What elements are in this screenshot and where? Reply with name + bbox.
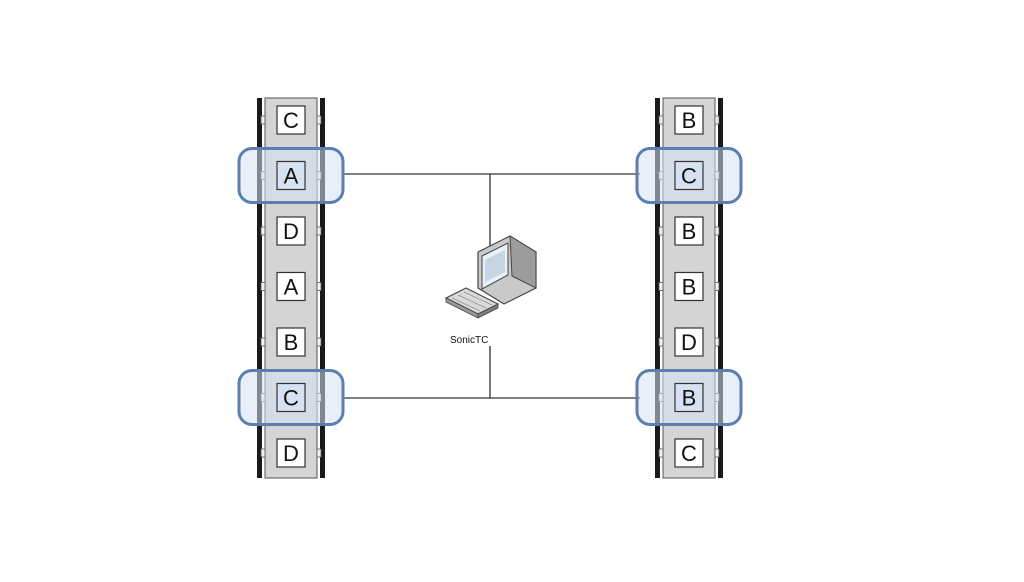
slot-box bbox=[674, 327, 704, 357]
rail-left-outer bbox=[257, 98, 262, 478]
slot-box bbox=[674, 382, 704, 413]
slot-label: C bbox=[283, 108, 299, 133]
belt-cleat bbox=[316, 337, 322, 347]
slot-label: C bbox=[283, 386, 299, 411]
belt-cleat bbox=[316, 115, 322, 125]
network-lines bbox=[344, 173, 640, 399]
slot-left-4: A bbox=[260, 271, 322, 302]
slot-label: A bbox=[284, 164, 299, 189]
belt-cleat bbox=[316, 226, 322, 236]
slot-right-2: C bbox=[635, 147, 743, 204]
slot-label: C bbox=[681, 441, 697, 466]
desktop-computer-icon bbox=[444, 235, 537, 319]
belt-cleat bbox=[658, 337, 664, 347]
belt-cleat bbox=[260, 337, 266, 347]
belt-cleat bbox=[658, 226, 664, 236]
slot-box bbox=[276, 382, 306, 413]
slot-label: D bbox=[681, 330, 697, 355]
belt-cleat bbox=[316, 282, 322, 291]
slot-label: B bbox=[682, 386, 697, 411]
slot-right-5: D bbox=[658, 327, 720, 357]
slot-left-5: B bbox=[260, 327, 322, 357]
conveyor-left: C A D A B C D bbox=[237, 97, 345, 479]
belt-cleat bbox=[714, 448, 720, 458]
slot-right-7: C bbox=[658, 438, 720, 468]
slot-left-6: C bbox=[237, 369, 345, 426]
slot-box bbox=[674, 105, 704, 135]
slot-box bbox=[276, 271, 306, 302]
slot-label: B bbox=[682, 275, 697, 300]
slot-label: D bbox=[283, 219, 299, 244]
slot-box bbox=[276, 216, 306, 246]
slot-right-1: B bbox=[658, 105, 720, 135]
slots-left: C A D A B C D bbox=[237, 105, 345, 468]
slot-label: C bbox=[681, 164, 697, 189]
slot-label: B bbox=[284, 330, 299, 355]
slot-label: B bbox=[682, 219, 697, 244]
belt-cleat bbox=[658, 282, 664, 291]
slot-right-3: B bbox=[658, 216, 720, 246]
belt-cleat bbox=[658, 115, 664, 125]
slot-box bbox=[674, 216, 704, 246]
belt-cleat bbox=[260, 226, 266, 236]
belt-cleat bbox=[714, 282, 720, 291]
rail-left-inner bbox=[320, 98, 325, 478]
belt-cleat bbox=[260, 448, 266, 458]
belt-cleat bbox=[714, 337, 720, 347]
slot-right-6: B bbox=[635, 369, 743, 426]
slot-label: B bbox=[682, 108, 697, 133]
computer-label: SonicTC bbox=[450, 335, 488, 346]
belt-cleat bbox=[658, 448, 664, 458]
slot-right-4: B bbox=[658, 271, 720, 302]
slot-box bbox=[674, 271, 704, 302]
slot-box bbox=[674, 160, 704, 191]
rail-right-inner bbox=[718, 98, 723, 478]
belt-cleat bbox=[714, 115, 720, 125]
slot-label: D bbox=[283, 441, 299, 466]
belt-cleat bbox=[260, 282, 266, 291]
slot-box bbox=[674, 438, 704, 468]
slot-box bbox=[276, 160, 306, 191]
conveyor-right: B C B B D B C bbox=[635, 97, 743, 479]
rail-right-outer bbox=[655, 98, 660, 478]
slots-right: B C B B D B C bbox=[635, 105, 743, 468]
belt-cleat bbox=[714, 226, 720, 236]
belt-cleat bbox=[316, 448, 322, 458]
slot-box bbox=[276, 327, 306, 357]
slot-box bbox=[276, 438, 306, 468]
slot-left-3: D bbox=[260, 216, 322, 246]
slot-label: A bbox=[284, 275, 299, 300]
slot-box bbox=[276, 105, 306, 135]
slot-left-1: C bbox=[260, 105, 322, 135]
slot-left-2: A bbox=[237, 147, 345, 204]
slot-left-7: D bbox=[260, 438, 322, 468]
belt-cleat bbox=[260, 115, 266, 125]
